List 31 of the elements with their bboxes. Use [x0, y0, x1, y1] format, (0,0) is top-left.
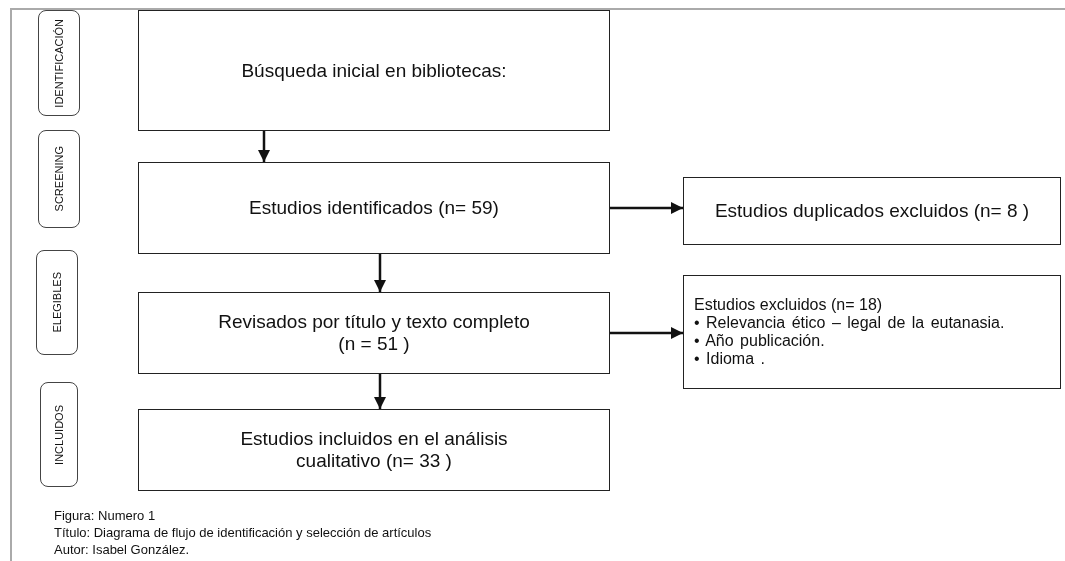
caption-note: Figura: Numero 1 — [54, 508, 156, 523]
stage-label: ELEGIBLES — [51, 272, 63, 333]
stage-label-box — [38, 10, 80, 116]
bullet-item: • Relevancia ético – legal de la eutanasia. — [694, 314, 1006, 332]
stage-label: INCLUIDOS — [53, 404, 65, 465]
arrow — [610, 326, 683, 340]
arrow — [610, 201, 683, 215]
stage-label: IDENTIFICACIÓN — [53, 18, 65, 108]
exclusion-box — [683, 275, 1061, 389]
caption-note: Autor: Isabel González. — [54, 542, 190, 557]
box-text: Estudios duplicados excluidos (n= 8 ) — [714, 200, 1030, 222]
caption-note: Título: Diagrama de flujo de identificación y selección de artículos — [54, 525, 432, 540]
stage-label: SCREENING — [53, 146, 65, 212]
box-text: Estudios incluidos en el análisis cualitativo (n= 33 ) — [239, 428, 509, 472]
stage-label-box — [40, 382, 78, 487]
stage-label-box — [38, 130, 80, 228]
arrow — [257, 131, 271, 162]
box-text: Revisados por título y texto completo (n = 51 ) — [217, 311, 531, 355]
box-heading: Estudios excluidos (n= 18) — [694, 296, 883, 314]
box-text: Búsqueda inicial en bibliotecas: — [241, 59, 507, 82]
arrow — [373, 374, 387, 409]
process-box — [683, 177, 1061, 245]
bullet-item: • Año publicación. — [694, 332, 826, 350]
arrow — [373, 254, 387, 292]
process-box — [138, 409, 610, 491]
box-text: Estudios identificados (n= 59) — [249, 197, 499, 219]
process-box — [138, 10, 610, 131]
process-box — [138, 292, 610, 374]
stage-label-box — [36, 250, 78, 355]
bullet-item: • Idioma . — [694, 350, 766, 368]
process-box — [138, 162, 610, 254]
